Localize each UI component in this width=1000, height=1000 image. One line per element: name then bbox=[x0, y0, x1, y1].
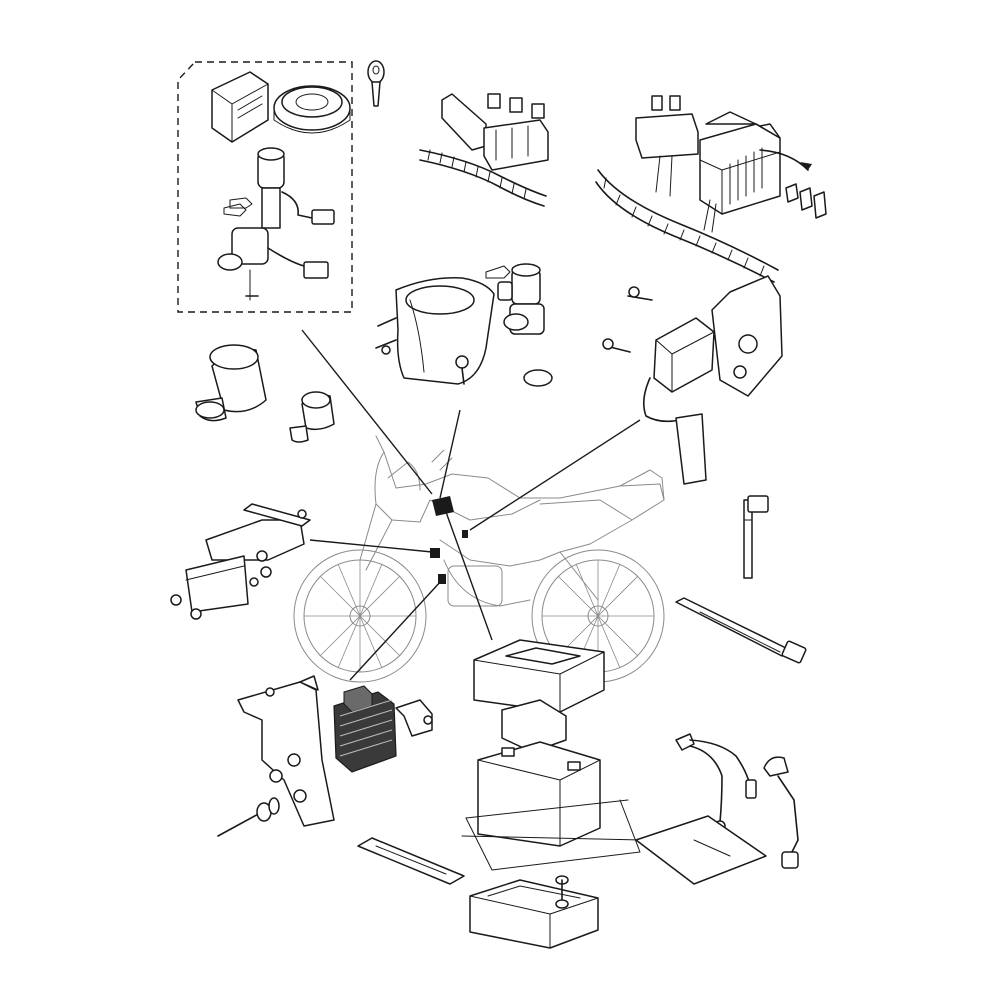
key[interactable] bbox=[367, 60, 385, 107]
relay-connector-upper[interactable] bbox=[419, 93, 549, 207]
battery-box[interactable] bbox=[469, 875, 599, 949]
regulator-bracket[interactable] bbox=[217, 675, 335, 837]
left-bracket[interactable] bbox=[170, 503, 311, 620]
rubber-pad[interactable] bbox=[635, 815, 767, 885]
voltage-regulator[interactable] bbox=[333, 685, 433, 773]
fuse-box[interactable] bbox=[595, 95, 827, 283]
rubber-boot-large[interactable] bbox=[195, 344, 267, 422]
motorcycle bbox=[293, 435, 665, 683]
lower-lock bbox=[217, 227, 329, 301]
tie-strap[interactable] bbox=[675, 597, 807, 664]
ignition-switch bbox=[223, 147, 335, 229]
cable-tie[interactable] bbox=[743, 495, 769, 579]
ecu-unit bbox=[211, 71, 269, 143]
ignition-kit[interactable] bbox=[177, 61, 353, 313]
rubber-boot-small[interactable] bbox=[289, 391, 335, 443]
leader-lines bbox=[301, 329, 641, 681]
handlebar-cover[interactable] bbox=[375, 277, 495, 385]
starter-relay[interactable] bbox=[602, 275, 783, 485]
battery-cable[interactable] bbox=[675, 733, 757, 832]
terminal-cap[interactable] bbox=[763, 756, 799, 869]
battery-strap[interactable] bbox=[357, 837, 465, 885]
battery[interactable] bbox=[461, 741, 641, 871]
fuel-cap-ring bbox=[273, 85, 351, 134]
lock-set[interactable] bbox=[485, 263, 553, 387]
battery-cover-upper[interactable] bbox=[473, 639, 605, 753]
